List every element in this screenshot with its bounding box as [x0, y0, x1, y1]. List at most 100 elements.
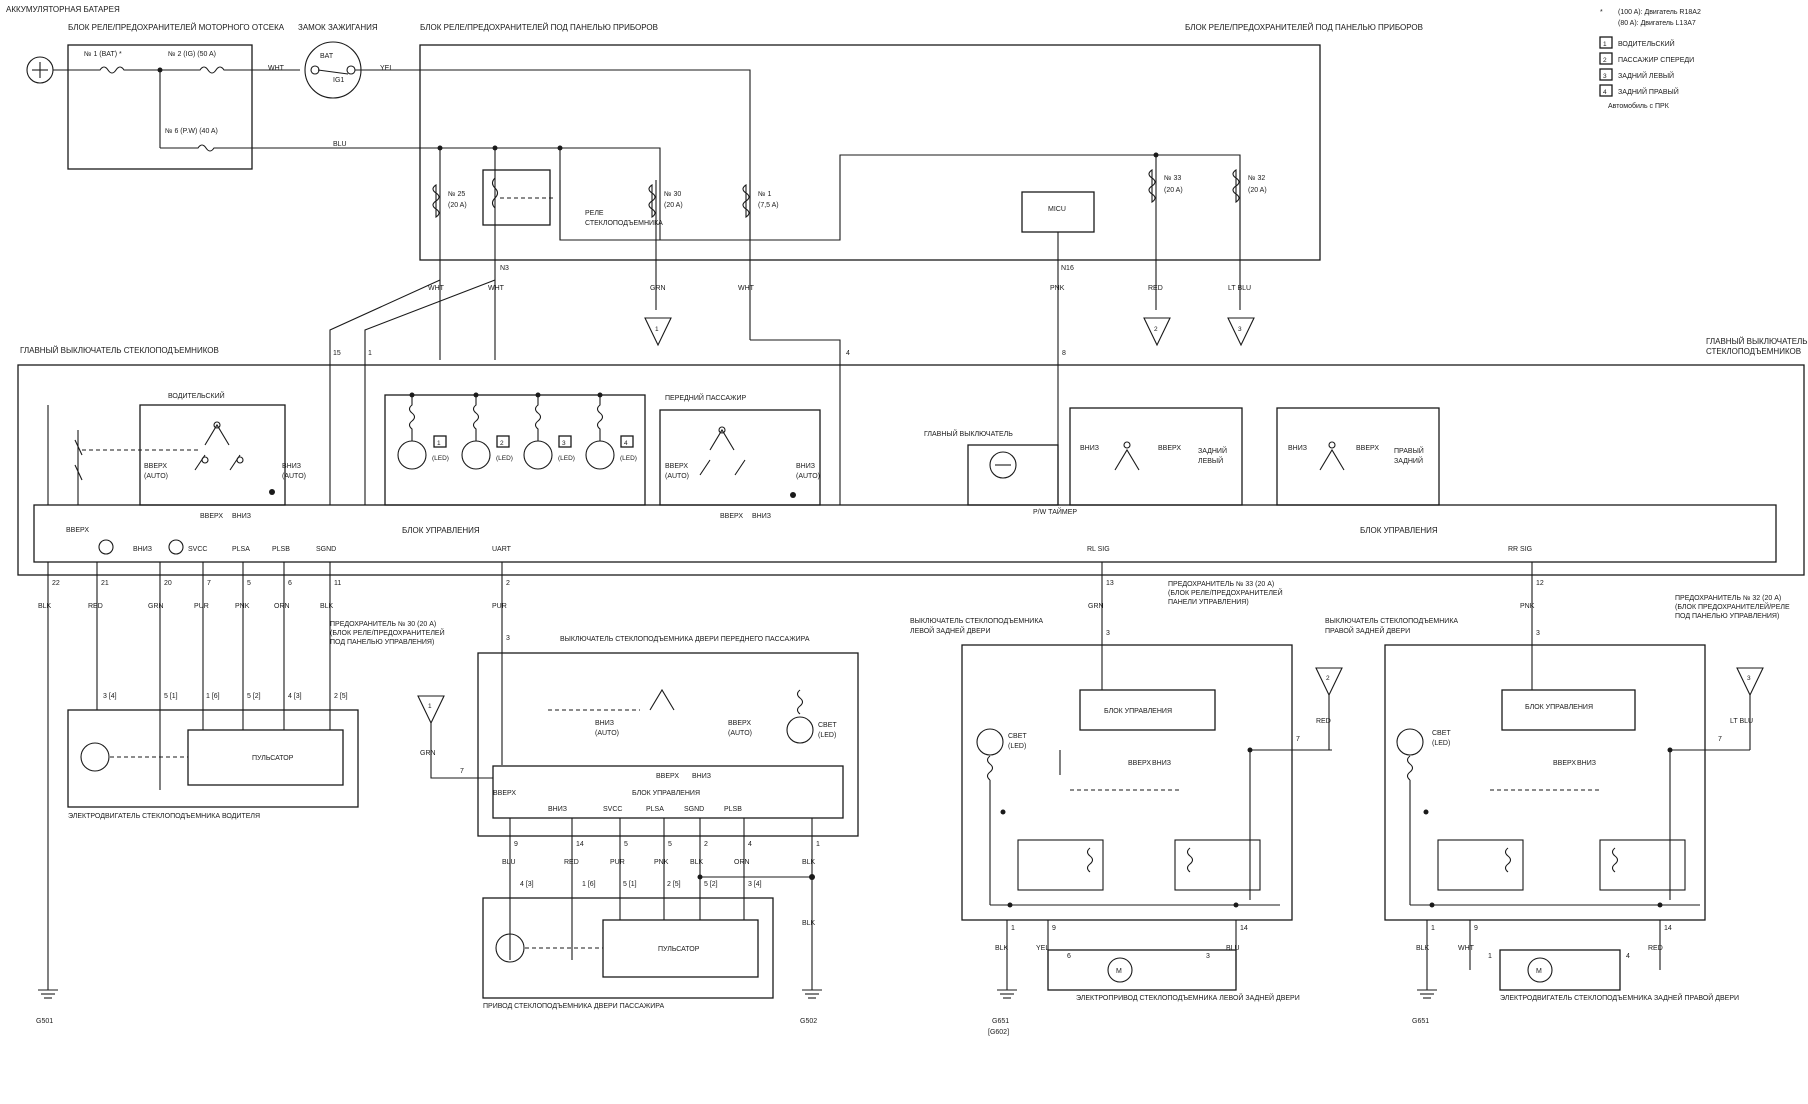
rr-pin-4: 4	[1626, 953, 1630, 960]
ignition-switch	[304, 41, 420, 99]
rl-pin-3: 3	[1106, 630, 1110, 637]
pin-3a: 3	[506, 635, 510, 642]
fuse-32-b: (20 A)	[1248, 187, 1267, 194]
pass-w-blk2: BLK	[802, 859, 816, 866]
w-pur-2: PUR	[492, 603, 507, 610]
fuse-1b-a: № 1	[758, 191, 771, 198]
rr-pin-1b: 1	[1488, 953, 1492, 960]
dash-fuses	[432, 168, 1240, 219]
rl-internals	[976, 667, 1343, 908]
relay-label-b: СТЕКЛОПОДЪЕМНИКА	[585, 220, 663, 227]
w-blk-2: BLK	[320, 603, 334, 610]
rr-down: ВНИЗ	[1577, 760, 1596, 767]
rl-w-red: RED	[1316, 718, 1331, 725]
pass-w-blk3: BLK	[802, 920, 816, 927]
led-n3: 3	[562, 440, 566, 447]
front-pass-switch-group	[659, 409, 821, 506]
legend-note2: (80 A): Двигатель L13A7	[1618, 20, 1696, 27]
w-orn-1: ORN	[274, 603, 290, 610]
rr-pin-3: 3	[1536, 630, 1540, 637]
cu-pulse-icons	[98, 539, 184, 555]
rr-switch-b: ПРАВОЙ ЗАДНЕЙ ДВЕРИ	[1325, 626, 1410, 635]
dash-box-right-label: БЛОК РЕЛЕ/ПРЕДОХРАНИТЕЛЕЙ ПОД ПАНЕЛЬЮ ПР…	[1185, 23, 1423, 32]
fuse-1b-b: (7,5 A)	[758, 202, 779, 209]
dash-box-left-label: БЛОК РЕЛЕ/ПРЕДОХРАНИТЕЛЕЙ ПОД ПАНЕЛЬЮ ПР…	[420, 23, 658, 32]
wire-yel-top: YEL	[380, 65, 393, 72]
legend-l1: ВОДИТЕЛЬСКИЙ	[1618, 39, 1675, 48]
tri-3: 3	[1238, 326, 1242, 333]
rl-control-unit	[1079, 689, 1216, 731]
w-grn-3: GRN	[420, 750, 436, 757]
fuse-2-label: № 2 (IG) (50 A)	[168, 51, 216, 58]
cu-rlsig: RL SIG	[1087, 546, 1110, 553]
pass-down-auto: (AUTO)	[595, 730, 619, 737]
rear-left-a: ЗАДНИЙ	[1198, 446, 1227, 455]
ground-g651-right	[1417, 989, 1437, 999]
rl-pin-6: 6	[1067, 953, 1071, 960]
wire-pnk-a: PNK	[1050, 285, 1065, 292]
rr-light-led: (LED)	[1432, 740, 1450, 747]
pass-cu-up: ВВЕРХ	[656, 773, 679, 780]
pin-15: 15	[333, 350, 341, 357]
rr-w-wht: WHT	[1458, 945, 1475, 952]
rr-motor-m: M	[1536, 968, 1542, 975]
front-pass-up-auto: (AUTO)	[665, 473, 689, 480]
pin-c5-2: 5 [2]	[704, 881, 718, 888]
rl-switch-box	[961, 644, 1293, 921]
pin-c3-4: 3 [4]	[748, 881, 762, 888]
fuse-33-a: № 33	[1164, 175, 1181, 182]
legend-l2: ПАССАЖИР СПЕРЕДИ	[1618, 57, 1694, 64]
rl-pin-9: 9	[1052, 925, 1056, 932]
main-switch-title-right-b: СТЕКЛОПОДЪЕМНИКОВ	[1706, 347, 1801, 356]
legend	[1599, 36, 1613, 97]
ignition-label: ЗАМОК ЗАЖИГАНИЯ	[298, 23, 378, 32]
pass-control-unit	[492, 765, 844, 819]
pass-pin-1: 1	[816, 841, 820, 848]
pin-c5-1: 5 [1]	[623, 881, 637, 888]
wire-wht-top: WHT	[268, 65, 285, 72]
cu-uart: UART	[492, 546, 512, 553]
pass-switch-box	[477, 652, 859, 837]
legend-l3: ЗАДНИЙ ЛЕВЫЙ	[1618, 71, 1674, 80]
pass-light-led: (LED)	[818, 732, 836, 739]
rl-down: ВНИЗ	[1152, 760, 1171, 767]
legend-n3: 3	[1603, 73, 1607, 80]
driver-pulsator-label: ПУЛЬСАТОР	[252, 755, 294, 762]
pass-light: СВЕТ	[818, 722, 837, 729]
fuse33-bottom-b: (БЛОК РЕЛЕ/ПРЕДОХРАНИТЕЛЕЙ	[1168, 588, 1283, 597]
rl-light-led: (LED)	[1008, 743, 1026, 750]
ground-g501	[38, 989, 58, 999]
pass-cu-plsa: PLSA	[646, 806, 664, 813]
g501-label: G501	[36, 1018, 53, 1025]
pin-7b: 7	[460, 768, 464, 775]
rr-pin-1: 1	[1431, 925, 1435, 932]
fuse-33-b: (20 A)	[1164, 187, 1183, 194]
rl-switch-a: ВЫКЛЮЧАТЕЛЬ СТЕКЛОПОДЪЕМНИКА	[910, 618, 1043, 625]
rear-right-up: ВВЕРХ	[1356, 445, 1379, 452]
legend-n4: 4	[1603, 89, 1607, 96]
g651-left: G651	[992, 1018, 1009, 1025]
driver-up: ВВЕРХ	[144, 463, 167, 470]
micu-box	[1021, 191, 1095, 233]
relay-internals	[491, 177, 840, 241]
wire-blu-top: BLU	[333, 141, 347, 148]
pass-pin-9: 9	[514, 841, 518, 848]
wire-grn-a: GRN	[650, 285, 666, 292]
led-1-label: (LED)	[432, 455, 449, 462]
pin-c1-6: 1 [6]	[582, 881, 596, 888]
main-sw-symbol	[967, 444, 1059, 506]
rr-pin-7: 7	[1718, 736, 1722, 743]
cu-plsa: PLSA	[232, 546, 250, 553]
rear-right-b: ЗАДНИЙ	[1394, 456, 1423, 465]
dash-fuse-box	[419, 44, 1321, 261]
g502-label: G502	[800, 1018, 817, 1025]
pass-up-auto: (AUTO)	[728, 730, 752, 737]
rr-motor-label: ЭЛЕКТРОДВИГАТЕЛЬ СТЕКЛОПОДЪЕМНИКА ЗАДНЕЙ…	[1500, 993, 1739, 1002]
wire-wht-b: WHT	[488, 285, 505, 292]
pin-20: 20	[164, 580, 172, 587]
rl-bottom-wires	[1006, 920, 1237, 991]
grn-tri-1: 1	[428, 703, 432, 710]
pass-w-blu: BLU	[502, 859, 516, 866]
legend-n2: 2	[1603, 57, 1607, 64]
